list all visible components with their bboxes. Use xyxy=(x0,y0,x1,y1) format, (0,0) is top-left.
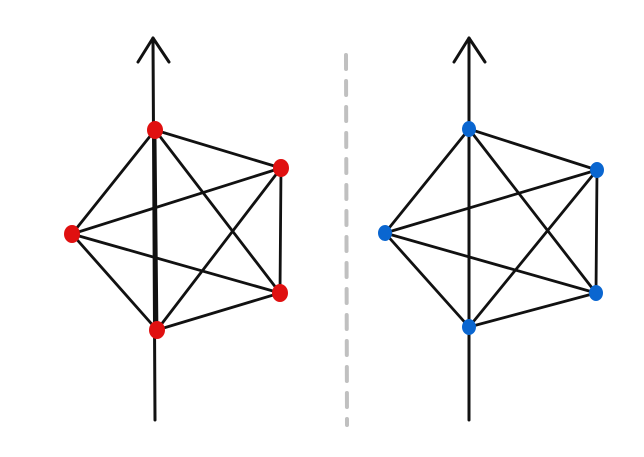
right-graph xyxy=(378,36,604,422)
graph-edge xyxy=(467,127,599,172)
graph-edge xyxy=(383,231,598,295)
left-graph xyxy=(64,36,289,422)
graph-node xyxy=(589,285,603,301)
vertical-axis-arrow xyxy=(151,36,157,422)
arrowhead-icon xyxy=(136,36,171,64)
graph-edge xyxy=(467,291,598,329)
graph-edge xyxy=(383,127,471,235)
graph-node xyxy=(147,121,163,139)
graph-edge xyxy=(155,166,283,332)
graph-node xyxy=(590,162,604,178)
graph-node xyxy=(272,284,288,302)
graph-node xyxy=(462,121,476,137)
graph-edge xyxy=(70,232,159,332)
graph-edge xyxy=(153,128,282,295)
graph-edge xyxy=(278,166,283,295)
graph-edge xyxy=(70,128,157,236)
graph-edge xyxy=(155,291,282,332)
graph-edge xyxy=(383,168,599,235)
graph-edge xyxy=(153,128,283,170)
graph-edge xyxy=(70,232,282,295)
graph-node xyxy=(273,159,289,177)
graph-edge xyxy=(594,168,599,295)
graph-node xyxy=(378,225,392,241)
graph-edge xyxy=(467,168,599,329)
graph-node xyxy=(462,319,476,335)
arrowhead-icon xyxy=(452,36,487,64)
graph-edge xyxy=(467,127,598,295)
graph-edge xyxy=(383,231,471,329)
graph-node xyxy=(149,321,165,339)
graph-edge xyxy=(70,166,283,236)
graph-node xyxy=(64,225,80,243)
mirror-divider xyxy=(344,53,349,427)
graph-edge xyxy=(153,128,159,332)
